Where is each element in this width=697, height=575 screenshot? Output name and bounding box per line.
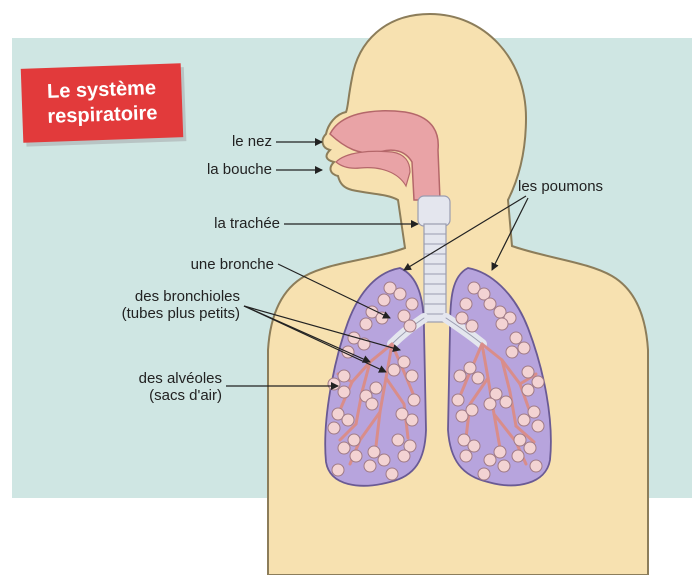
label-bronchus: une bronche bbox=[160, 256, 274, 273]
trachea-tube bbox=[424, 224, 446, 322]
label-nose: le nez bbox=[200, 133, 272, 150]
title-line-2: respiratoire bbox=[22, 100, 183, 131]
title-box: Le système respiratoire bbox=[21, 63, 183, 143]
larynx bbox=[418, 196, 450, 226]
label-alveoli-line-1: des alvéoles bbox=[110, 370, 222, 387]
label-alveoli-line-2: (sacs d'air) bbox=[110, 387, 222, 404]
label-mouth: la bouche bbox=[180, 161, 272, 178]
label-bronchioles-line-2: (tubes plus petits) bbox=[90, 305, 240, 322]
label-trachea: la trachée bbox=[180, 215, 280, 232]
label-bronchioles-line-1: des bronchioles bbox=[90, 288, 240, 305]
label-lungs: les poumons bbox=[518, 178, 603, 195]
